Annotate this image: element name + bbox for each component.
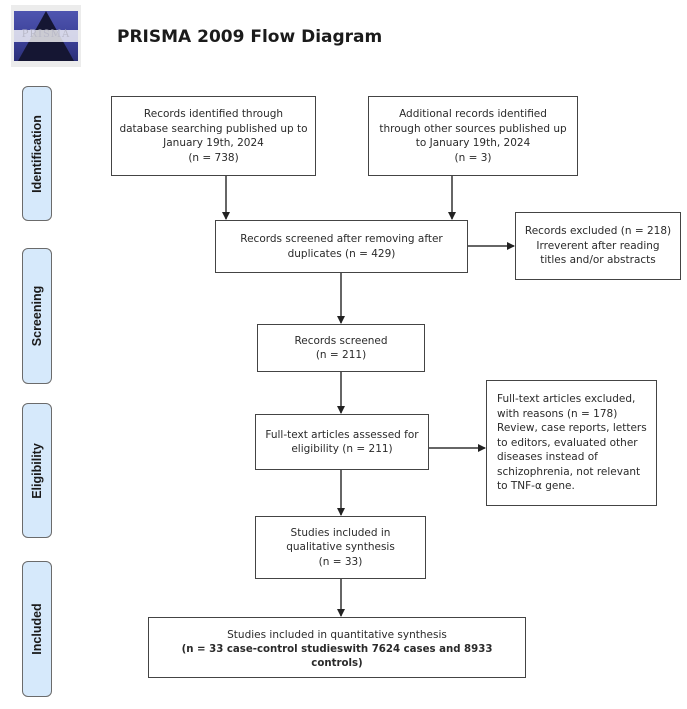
box-text-line-bold: (n = 33 case-control studieswith 7624 ca… xyxy=(181,643,493,670)
box-text-line: Records screened after removing after xyxy=(240,233,443,245)
box-other-sources: Additional records identified through ot… xyxy=(368,96,578,176)
box-text-line: January 19th, 2024 xyxy=(163,137,264,149)
phase-screening: Screening xyxy=(22,248,52,384)
box-text-line: Irreverent after reading xyxy=(536,239,660,252)
box-text-line: schizophrenia, not relevant xyxy=(497,465,641,478)
box-text-line: Full-text articles excluded, xyxy=(497,393,636,406)
box-text-line: (n = 3) xyxy=(454,151,492,164)
box-text-line: Records excluded (n = 218) xyxy=(524,225,672,238)
box-text-line: diseases instead of xyxy=(497,451,598,464)
box-text-line: with reasons (n = 178) xyxy=(497,407,618,420)
phase-identification: Identification xyxy=(22,86,52,221)
box-screened-after-duplicates: Records screened after removing after du… xyxy=(215,220,468,273)
phase-included: Included xyxy=(22,561,52,697)
box-fulltext-assessed: Full-text articles assessed for eligibil… xyxy=(255,414,429,470)
box-records-screened: Records screened (n = 211) xyxy=(257,324,425,372)
box-text-line: through other sources published up xyxy=(379,122,567,135)
box-text-line: Studies included in quantitative synthes… xyxy=(227,629,447,641)
box-fulltext-excluded: Full-text articles excluded, with reason… xyxy=(486,380,657,506)
phase-eligibility: Eligibility xyxy=(22,403,52,538)
box-text-line: (n = 211) xyxy=(315,349,367,361)
box-text-line: Records identified through xyxy=(143,108,284,120)
box-qualitative-synthesis: Studies included in qualitative synthesi… xyxy=(255,516,426,579)
box-text-line: to editors, evaluated other xyxy=(497,436,638,449)
box-text-line: Review, case reports, letters xyxy=(497,422,647,435)
box-text-line: Additional records identified xyxy=(399,108,547,120)
box-records-excluded: Records excluded (n = 218) Irreverent af… xyxy=(515,212,681,280)
box-text-line: (n = 33) xyxy=(318,555,363,568)
box-text-line: database searching published up to xyxy=(119,122,308,135)
logo-graphic: PRISMA xyxy=(14,11,78,61)
box-text-line: Studies included in xyxy=(290,526,391,539)
box-text-line: Full-text articles assessed for xyxy=(265,428,419,441)
logo-band xyxy=(14,30,78,42)
logo-text: PRISMA xyxy=(21,29,71,40)
box-text-line: titles and/or abstracts xyxy=(540,254,656,267)
box-text-line: to TNF-α gene. xyxy=(497,480,575,493)
box-text-line: eligibility (n = 211) xyxy=(291,443,393,455)
box-database-records: Records identified through database sear… xyxy=(111,96,316,176)
box-text-line: qualitative synthesis xyxy=(286,541,395,554)
prisma-logo: PRISMA xyxy=(11,5,81,67)
box-text-line: (n = 738) xyxy=(188,151,239,164)
page-title: PRISMA 2009 Flow Diagram xyxy=(117,27,383,47)
box-text-line: Records screened xyxy=(294,334,388,347)
box-text-line: duplicates (n = 429) xyxy=(287,247,396,260)
box-quantitative-synthesis: Studies included in quantitative synthes… xyxy=(148,617,526,678)
box-text-line: to January 19th, 2024 xyxy=(415,137,531,149)
